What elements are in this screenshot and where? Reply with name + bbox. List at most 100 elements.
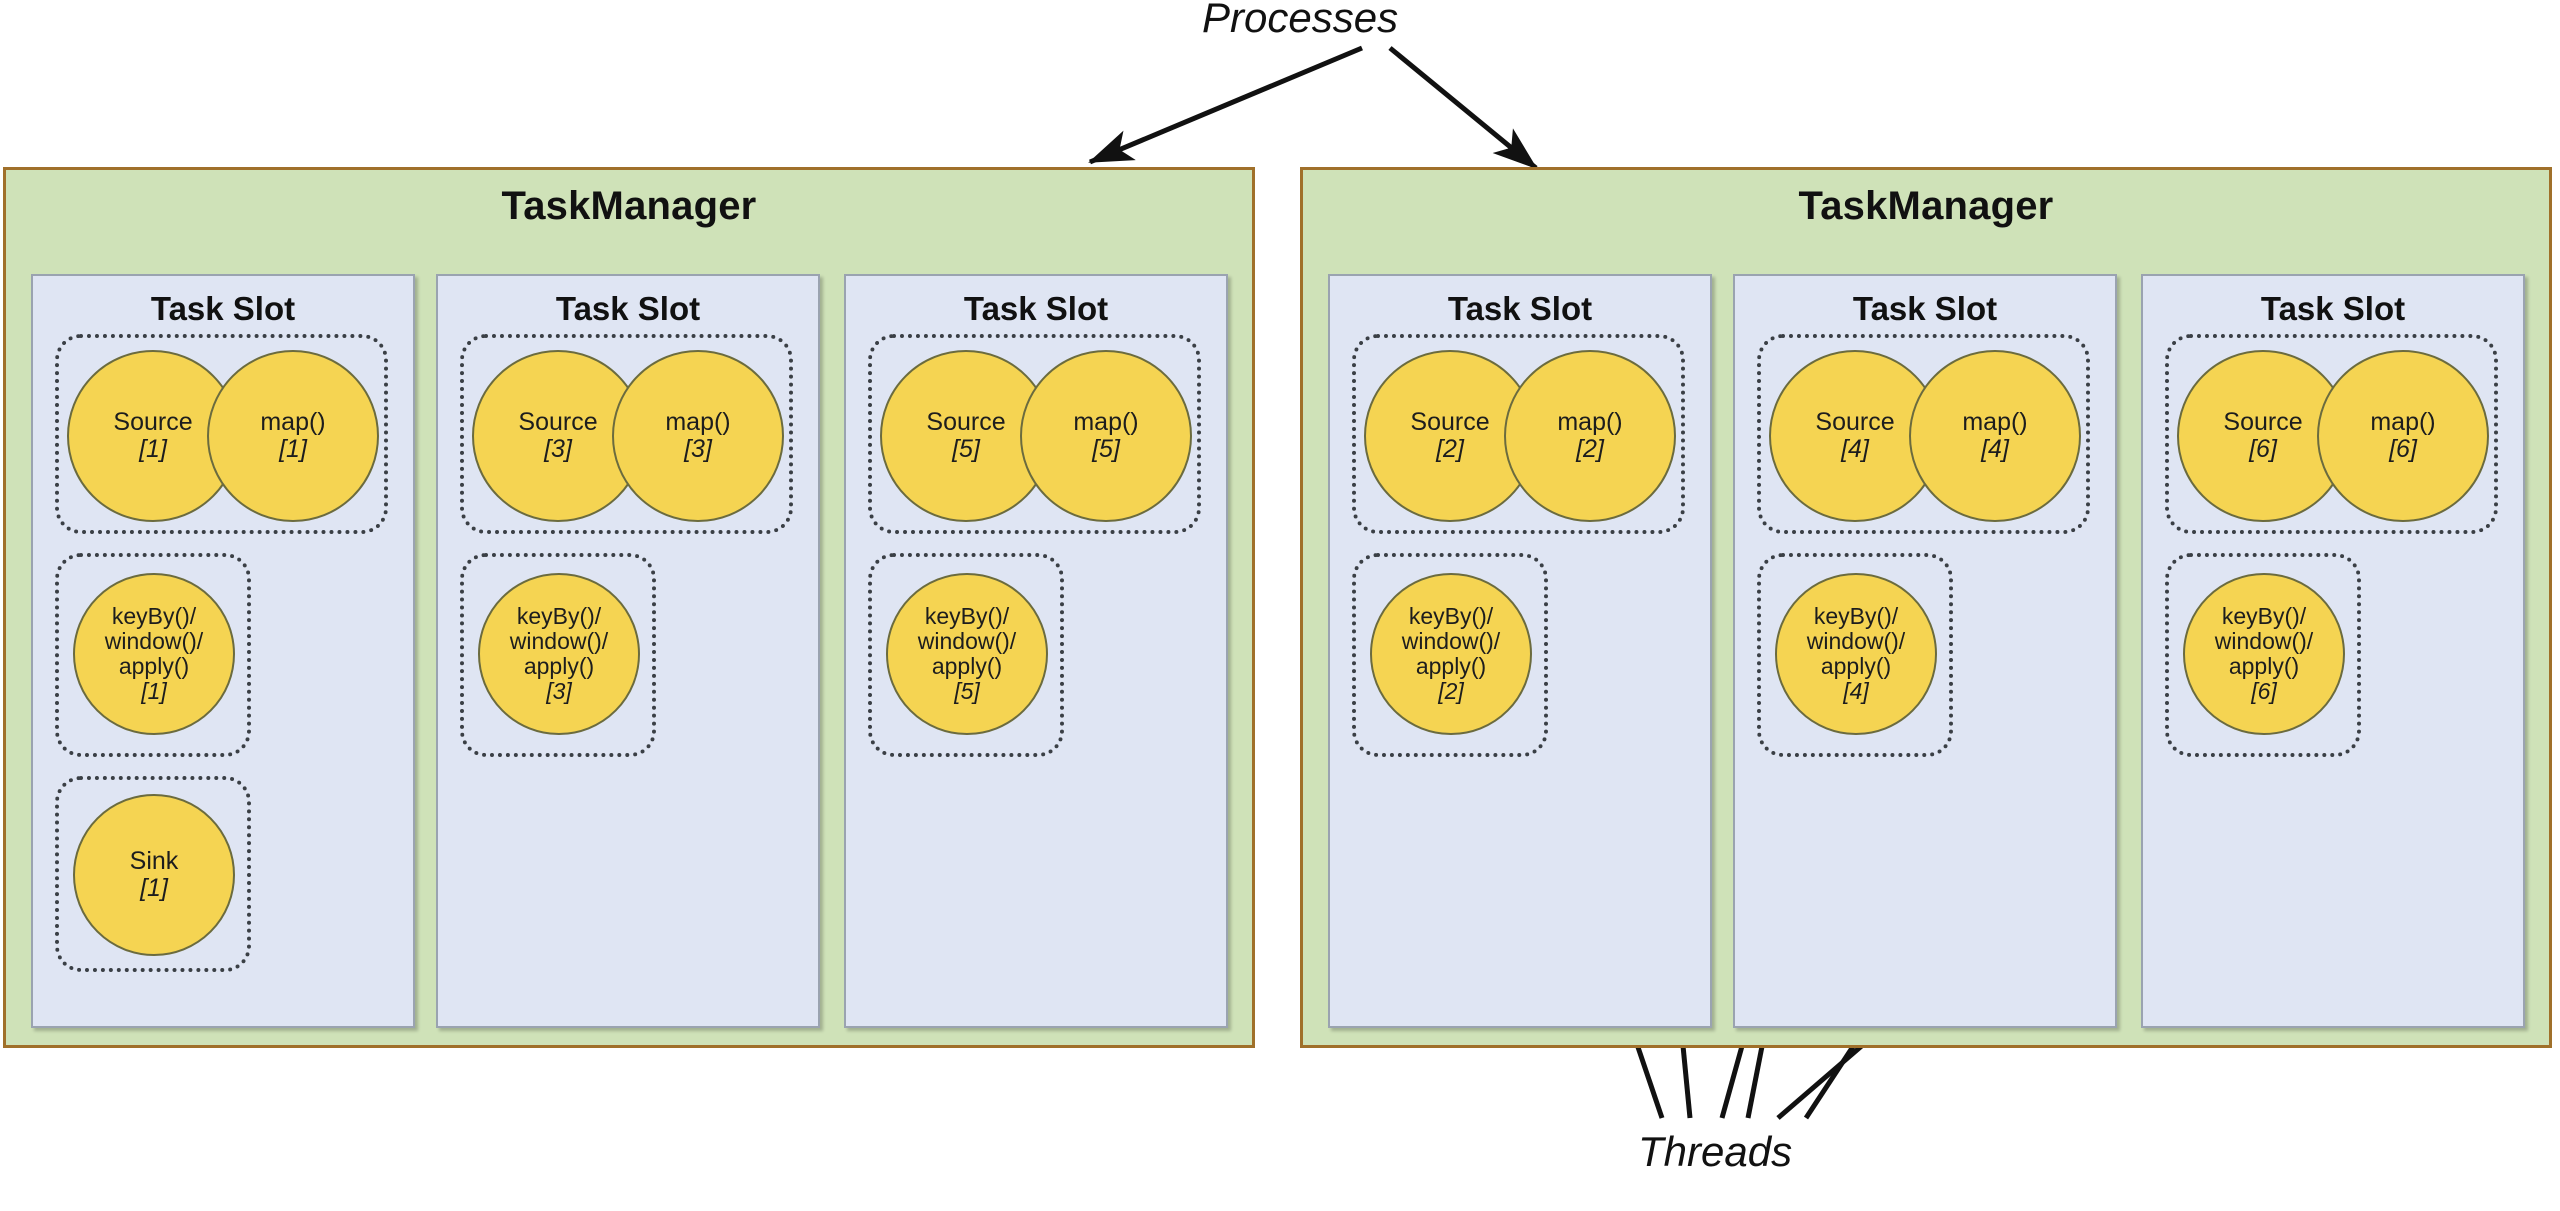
operator-map-2-name: map()	[1557, 408, 1623, 436]
operator-map-2[interactable]: map() [2]	[1504, 350, 1676, 522]
operator-keyby-4-line1: keyBy()/	[1813, 603, 1899, 630]
chain-group-source-map-2: Source [3] map() [3]	[460, 334, 793, 534]
operator-map-6-index: [6]	[2389, 435, 2417, 463]
operator-map-4[interactable]: map() [4]	[1909, 350, 2081, 522]
operator-source-4-name: Source	[1815, 408, 1895, 436]
operator-source-5-name: Source	[926, 408, 1006, 436]
operator-source-2-index: [2]	[1436, 435, 1464, 463]
operator-keyby-window-apply-6[interactable]: keyBy()/ window()/ apply() [6]	[2183, 573, 2345, 735]
operator-map-5[interactable]: map() [5]	[1020, 350, 1192, 522]
task-slot-6[interactable]: Task Slot Source [6] map() [6] keyBy()/ …	[2141, 274, 2525, 1028]
operator-keyby-5-index: [5]	[954, 677, 980, 704]
operator-keyby-6-line2: window()/	[2214, 628, 2314, 655]
chain-group-window-6: keyBy()/ window()/ apply() [6]	[2165, 553, 2361, 757]
operator-source-1[interactable]: Source [1]	[67, 350, 239, 522]
operator-source-2-name: Source	[1410, 408, 1490, 436]
operator-map-5-index: [5]	[1092, 435, 1120, 463]
operator-map-3-index: [3]	[684, 435, 712, 463]
task-slot-4-title: Task Slot	[1447, 290, 1593, 327]
chain-group-source-map-1: Source [1] map() [1]	[55, 334, 388, 534]
chain-group-window-3: keyBy()/ window()/ apply() [5]	[868, 553, 1064, 757]
task-slot-3-title: Task Slot	[963, 290, 1109, 327]
operator-source-3-name: Source	[518, 408, 598, 436]
operator-source-3-index: [3]	[544, 435, 572, 463]
operator-keyby-4-line2: window()/	[1806, 628, 1906, 655]
taskmanager-2-title: TaskManager	[1798, 184, 2054, 228]
chain-group-source-map-4: Source [2] map() [2]	[1352, 334, 1685, 534]
task-slot-1-title: Task Slot	[150, 290, 296, 327]
chain-group-window-4: keyBy()/ window()/ apply() [2]	[1352, 553, 1548, 757]
operator-keyby-3-index: [3]	[546, 677, 572, 704]
operator-keyby-3-line1: keyBy()/	[516, 603, 602, 630]
task-slot-6-title: Task Slot	[2260, 290, 2406, 327]
operator-keyby-1-line2: window()/	[104, 628, 204, 655]
operator-sink-1-index: [1]	[140, 874, 168, 902]
operator-keyby-1-line1: keyBy()/	[111, 603, 197, 630]
taskmanager-1[interactable]: TaskManager Task Slot Source [1] map() […	[3, 167, 1255, 1048]
operator-source-4-index: [4]	[1841, 435, 1869, 463]
chain-group-window-1: keyBy()/ window()/ apply() [1]	[55, 553, 251, 757]
chain-group-source-map-3: Source [5] map() [5]	[868, 334, 1201, 534]
operator-keyby-1-line3: apply()	[118, 653, 190, 679]
operator-keyby-window-apply-5[interactable]: keyBy()/ window()/ apply() [5]	[886, 573, 1048, 735]
operator-source-5-index: [5]	[952, 435, 980, 463]
operator-keyby-3-line3: apply()	[523, 653, 595, 679]
processes-arrows	[1088, 45, 1538, 170]
operator-source-6-name: Source	[2223, 408, 2303, 436]
operator-source-1-name: Source	[113, 408, 193, 436]
operator-keyby-4-index: [4]	[1843, 677, 1869, 704]
chain-group-sink-1: Sink [1]	[55, 776, 251, 972]
task-slot-4[interactable]: Task Slot Source [2] map() [2] keyBy()/ …	[1328, 274, 1712, 1028]
chain-group-window-5: keyBy()/ window()/ apply() [4]	[1757, 553, 1953, 757]
operator-map-1[interactable]: map() [1]	[207, 350, 379, 522]
taskmanager-2[interactable]: TaskManager Task Slot Source [2] map() […	[1300, 167, 2552, 1048]
operator-keyby-2-line3: apply()	[1415, 653, 1487, 679]
operator-keyby-6-index: [6]	[2251, 677, 2277, 704]
operator-keyby-2-line2: window()/	[1401, 628, 1501, 655]
operator-sink-1-name: Sink	[129, 847, 179, 875]
processes-arrow-right	[1388, 46, 1538, 170]
operator-keyby-2-index: [2]	[1438, 677, 1464, 704]
operator-source-2[interactable]: Source [2]	[1364, 350, 1536, 522]
task-slot-2[interactable]: Task Slot Source [3] map() [3] keyBy()/ …	[436, 274, 820, 1028]
operator-map-4-name: map()	[1962, 408, 2028, 436]
operator-keyby-6-line3: apply()	[2228, 653, 2300, 679]
operator-map-5-name: map()	[1073, 408, 1139, 436]
task-slot-5[interactable]: Task Slot Source [4] map() [4] keyBy()/ …	[1733, 274, 2117, 1028]
task-slot-3[interactable]: Task Slot Source [5] map() [5] keyBy()/ …	[844, 274, 1228, 1028]
operator-keyby-window-apply-1[interactable]: keyBy()/ window()/ apply() [1]	[73, 573, 235, 735]
operator-map-3-name: map()	[665, 408, 731, 436]
processes-label: Processes	[1202, 0, 1399, 41]
threads-label: Threads	[1638, 1128, 1793, 1175]
operator-map-1-index: [1]	[279, 435, 307, 463]
operator-keyby-5-line2: window()/	[917, 628, 1017, 655]
operator-source-1-index: [1]	[139, 435, 167, 463]
operator-keyby-window-apply-2[interactable]: keyBy()/ window()/ apply() [2]	[1370, 573, 1532, 735]
operator-keyby-window-apply-3[interactable]: keyBy()/ window()/ apply() [3]	[478, 573, 640, 735]
operator-map-1-name: map()	[260, 408, 326, 436]
task-slot-1[interactable]: Task Slot Source [1] map() [1] keyBy()/ …	[31, 274, 415, 1028]
task-slot-2-title: Task Slot	[555, 290, 701, 327]
operator-keyby-2-line1: keyBy()/	[1408, 603, 1494, 630]
operator-map-2-index: [2]	[1576, 435, 1604, 463]
operator-keyby-5-line3: apply()	[931, 653, 1003, 679]
operator-keyby-5-line1: keyBy()/	[924, 603, 1010, 630]
operator-source-6[interactable]: Source [6]	[2177, 350, 2349, 522]
chain-group-window-2: keyBy()/ window()/ apply() [3]	[460, 553, 656, 757]
taskmanager-1-title: TaskManager	[501, 184, 757, 228]
operator-keyby-3-line2: window()/	[509, 628, 609, 655]
operator-map-4-index: [4]	[1981, 435, 2009, 463]
chain-group-source-map-6: Source [6] map() [6]	[2165, 334, 2498, 534]
operator-keyby-4-line3: apply()	[1820, 653, 1892, 679]
operator-keyby-1-index: [1]	[141, 677, 167, 704]
task-slot-5-title: Task Slot	[1852, 290, 1998, 327]
operator-keyby-6-line1: keyBy()/	[2221, 603, 2307, 630]
processes-arrow-left	[1088, 45, 1363, 165]
chain-group-source-map-5: Source [4] map() [4]	[1757, 334, 2090, 534]
operator-keyby-window-apply-4[interactable]: keyBy()/ window()/ apply() [4]	[1775, 573, 1937, 735]
operator-sink-1[interactable]: Sink [1]	[73, 794, 235, 956]
operator-source-6-index: [6]	[2249, 435, 2277, 463]
operator-map-6[interactable]: map() [6]	[2317, 350, 2489, 522]
operator-map-3[interactable]: map() [3]	[612, 350, 784, 522]
